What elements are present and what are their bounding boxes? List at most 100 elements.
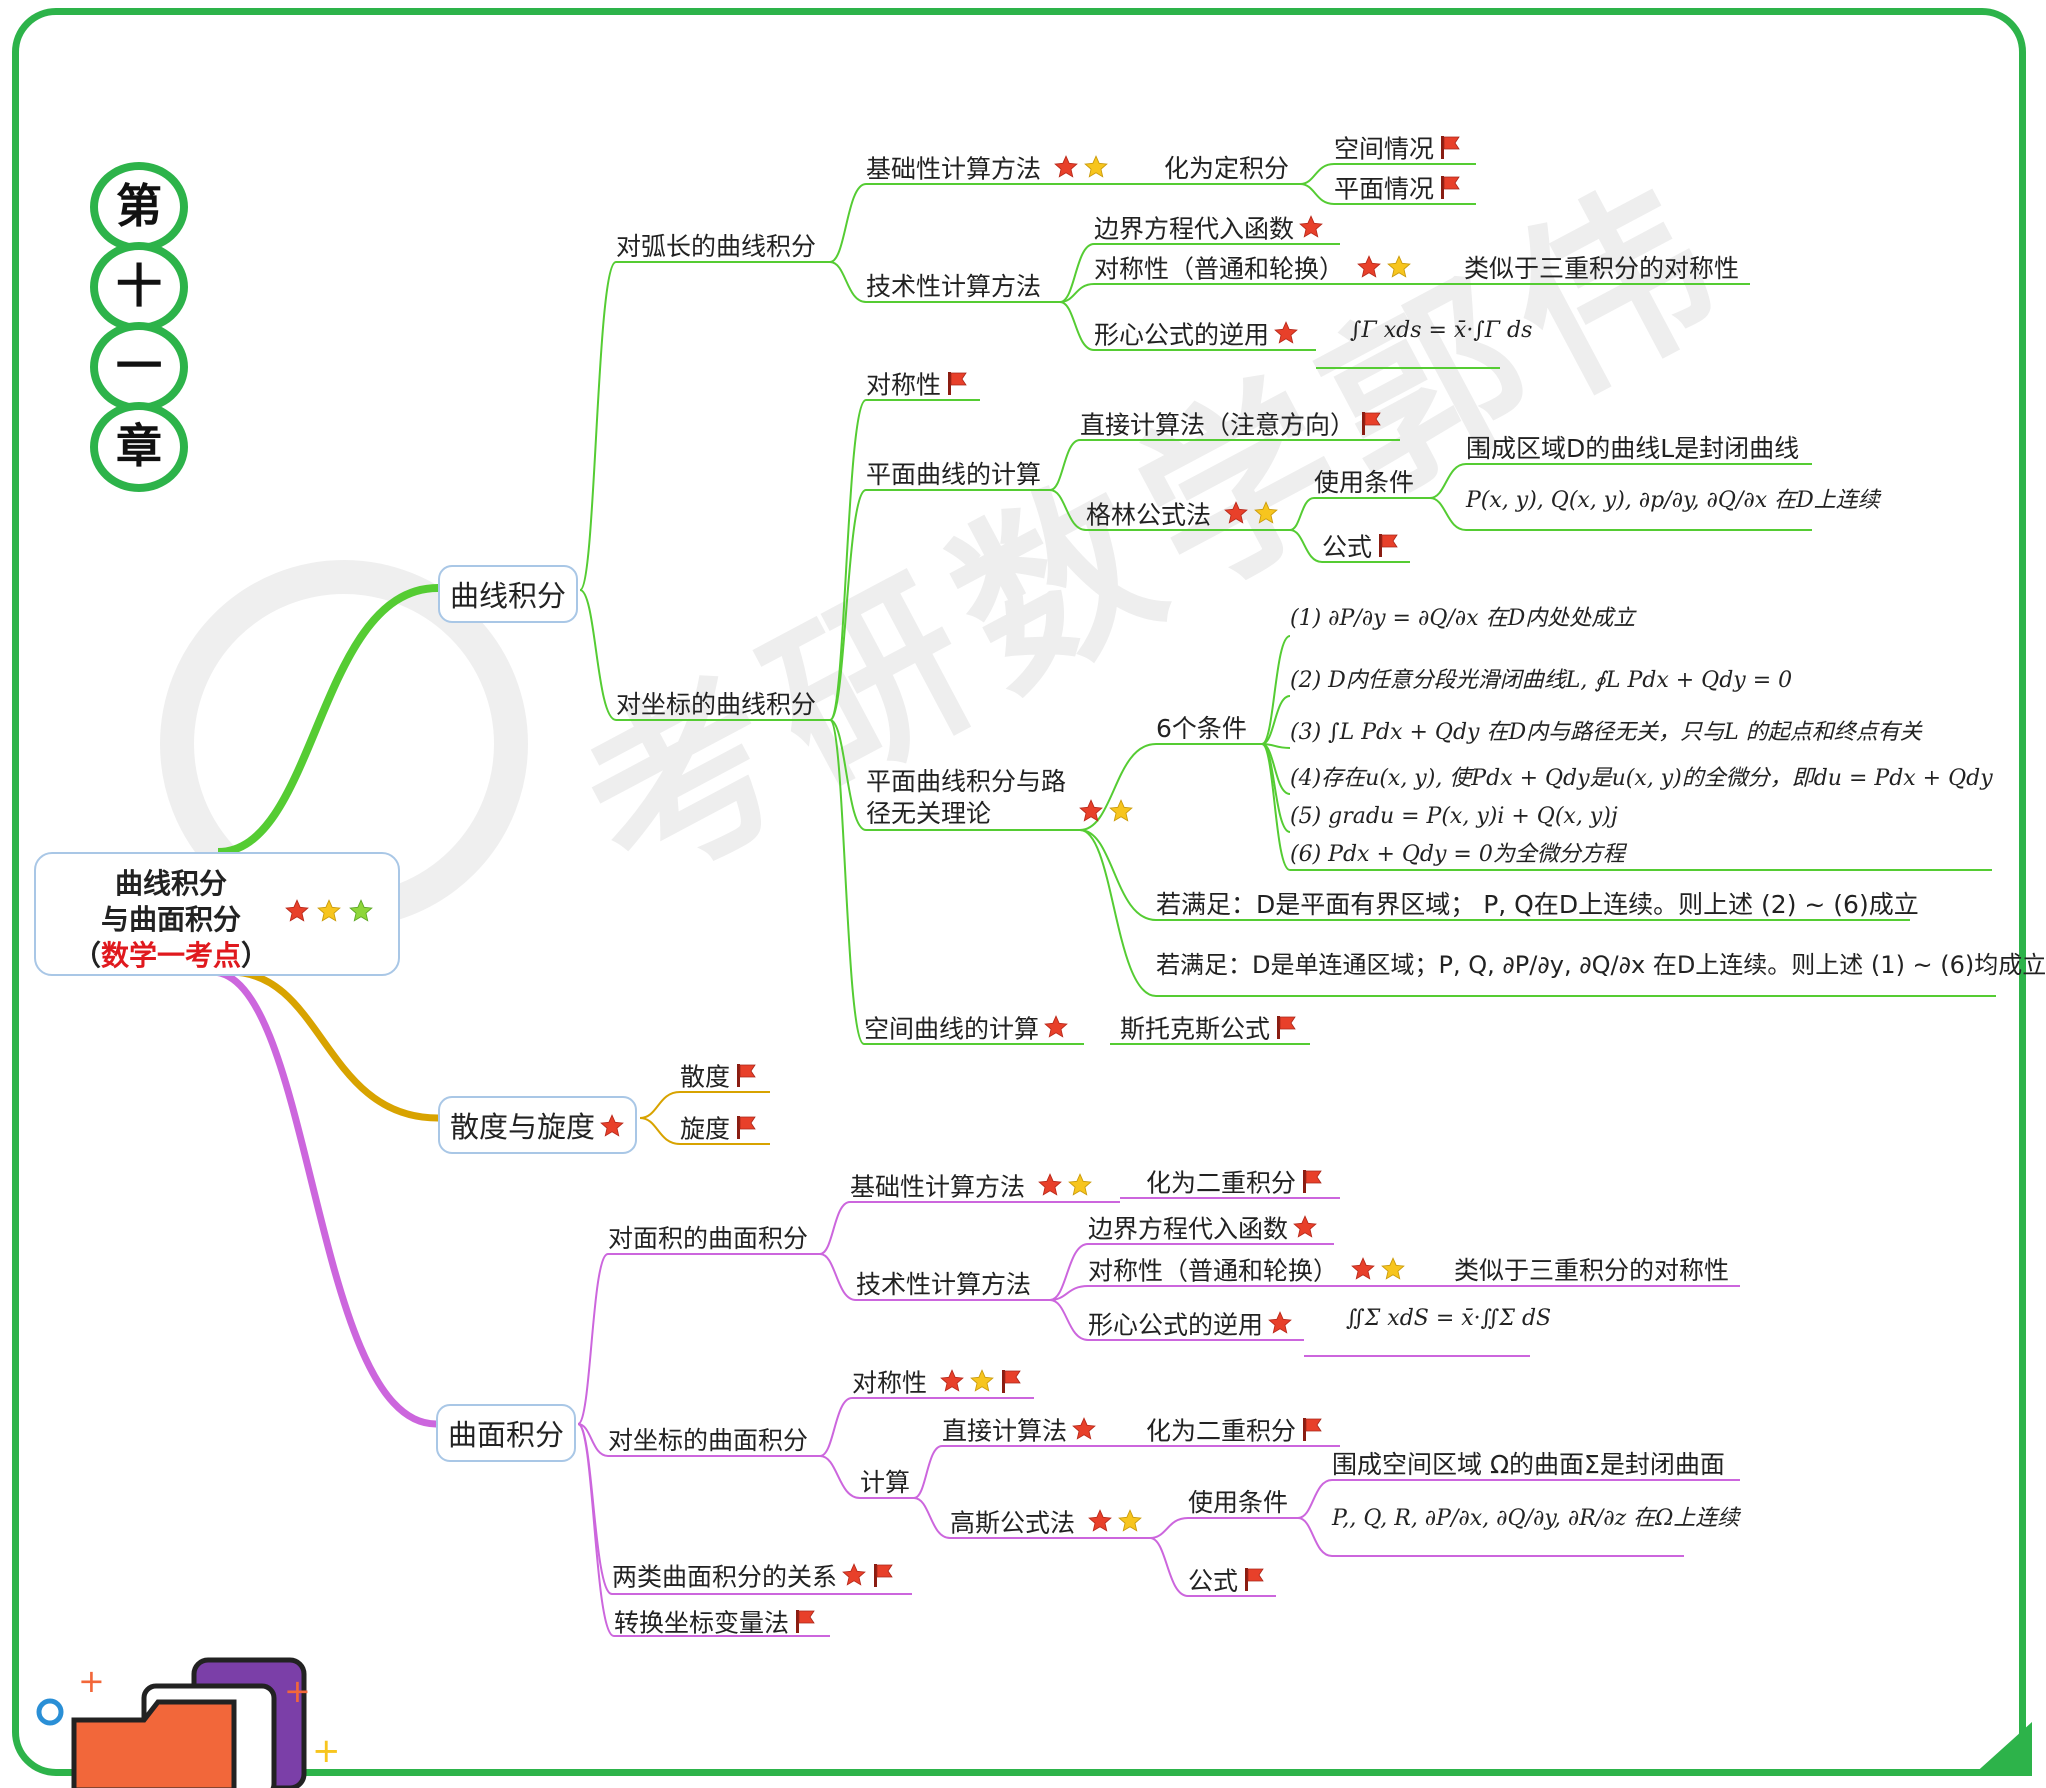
node-green-formula[interactable]: 公式 — [1322, 532, 1400, 565]
node-plane-calc[interactable]: 平面曲线的计算 — [866, 460, 1042, 489]
edge-coord-0 — [829, 399, 867, 721]
edge-curve-1 — [579, 589, 617, 721]
node-surface-direct[interactable]: 直接计算法 — [942, 1416, 1097, 1449]
flag-icon — [1274, 1014, 1298, 1047]
red-star-icon — [1298, 214, 1324, 247]
node-space-case[interactable]: 空间情况 — [1334, 134, 1462, 167]
node-like-triple[interactable]: 类似于三重积分的对称性 — [1464, 254, 1740, 283]
branch-surface-integral[interactable]: 曲面积分 — [436, 1404, 577, 1462]
node-curl[interactable]: 旋度 — [680, 1114, 758, 1147]
node-gauss-closed[interactable]: 围成空间区域 Ω的曲面Σ是封闭曲面 — [1332, 1450, 1725, 1479]
red-star-icon — [1292, 1214, 1318, 1247]
red-star-icon — [1273, 320, 1299, 353]
red-star-icon — [1043, 1014, 1069, 1047]
chapter-char-2: 十 — [90, 242, 188, 332]
node-space-curve[interactable]: 空间曲线的计算 — [864, 1014, 1069, 1047]
node-green[interactable]: 格林公式法 — [1086, 500, 1279, 533]
edge-plane-case — [1299, 183, 1335, 205]
node-arc-length[interactable]: 对弧长的曲线积分 — [616, 232, 817, 261]
node-six-conditions[interactable]: 6个条件 — [1156, 714, 1247, 743]
e3-1 — [1049, 1285, 1089, 1301]
node-coord-symmetry[interactable]: 对称性 — [866, 370, 969, 403]
node-coord-curve[interactable]: 对坐标的曲线积分 — [616, 690, 817, 719]
node-coord-surface[interactable]: 对坐标的曲面积分 — [608, 1426, 809, 1455]
node-symmetry[interactable]: 对称性（普通和轮换） — [1094, 254, 1412, 287]
flag-icon — [1242, 1566, 1266, 1599]
red-star-icon — [599, 1112, 625, 1146]
node-green-condition[interactable]: 使用条件 — [1314, 468, 1415, 497]
red-star-icon — [284, 898, 310, 931]
e8 — [1149, 1517, 1189, 1539]
root-title-3: （数学一考点） — [72, 939, 270, 972]
edge-surface-2 — [577, 1423, 613, 1595]
svg-text:+: + — [284, 1672, 311, 1710]
flag-icon — [1438, 174, 1462, 207]
edge-cond-1 — [1261, 635, 1291, 745]
node-arc-basic[interactable]: 基础性计算方法 — [866, 154, 1109, 187]
flag-icon — [945, 370, 969, 403]
flag-icon — [1359, 410, 1383, 443]
flag-icon — [1300, 1168, 1324, 1201]
node-surface-symmetry[interactable]: 对称性（普通和轮换） — [1088, 1256, 1406, 1289]
red-star-icon — [1053, 154, 1079, 187]
node-to-definite[interactable]: 化为定积分 — [1164, 154, 1290, 183]
node-surface-coord-symmetry[interactable]: 对称性 — [852, 1368, 1023, 1401]
root-node[interactable]: 曲线积分 与曲面积分 （数学一考点） — [34, 852, 400, 976]
node-boundary-sub[interactable]: 边界方程代入函数 — [1094, 214, 1324, 247]
chapter-char-4: 章 — [90, 402, 188, 492]
edge-surface-3 — [577, 1423, 615, 1637]
node-if-bounded: 若满足：D是平面有界区域； P, Q在D上连续。则上述 (2) ~ (6)成立 — [1156, 890, 1919, 919]
node-gauss-formula[interactable]: 公式 — [1188, 1566, 1266, 1599]
node-plane-case[interactable]: 平面情况 — [1334, 174, 1462, 207]
node-area-surface[interactable]: 对面积的曲面积分 — [608, 1224, 809, 1253]
red-star-icon — [1078, 798, 1104, 832]
node-arc-tech[interactable]: 技术性计算方法 — [866, 272, 1042, 301]
e6 — [913, 1445, 943, 1499]
node-centroid[interactable]: 形心公式的逆用 — [1094, 320, 1299, 353]
branch-curve-integral[interactable]: 曲线积分 — [438, 565, 579, 623]
branch-div-curl[interactable]: 散度与旋度 — [438, 1096, 638, 1154]
yellow-star-icon — [1386, 254, 1412, 287]
condition-5: (5) gradu = P(x, y)i + Q(x, y)j — [1290, 804, 1618, 829]
formula-centroid-curve: ∫Γ xds = x̄·∫Γ ds — [1350, 318, 1533, 343]
flag-icon — [734, 1062, 758, 1095]
edge-cond-2 — [1261, 695, 1291, 745]
condition-4: (4)存在u(x, y), 使Pdx + Qdy是u(x, y)的全微分，即du… — [1290, 766, 1993, 791]
edge-div — [639, 1091, 681, 1119]
edge-coord-3 — [829, 719, 865, 1045]
node-path-independence[interactable]: 平面曲线积分与路径无关理论 — [866, 766, 1134, 832]
node-to-double[interactable]: 化为二重积分 — [1146, 1168, 1324, 1201]
red-star-icon — [841, 1562, 867, 1595]
yellow-star-icon — [969, 1368, 995, 1401]
page-frame — [12, 8, 2026, 1776]
red-star-icon — [1071, 1416, 1097, 1449]
condition-6: (6) Pdx + Qdy = 0为全微分方程 — [1290, 842, 1625, 867]
yellow-star-icon — [1253, 500, 1279, 533]
node-surface-like-triple[interactable]: 类似于三重积分的对称性 — [1454, 1256, 1730, 1285]
node-divergence[interactable]: 散度 — [680, 1062, 758, 1095]
yellow-star-icon — [316, 898, 342, 931]
edge-green-cond — [1289, 497, 1315, 531]
node-gauss-condition[interactable]: 使用条件 — [1188, 1488, 1289, 1517]
node-stokes[interactable]: 斯托克斯公式 — [1120, 1014, 1298, 1047]
node-surface-direct-double[interactable]: 化为二重积分 — [1146, 1416, 1324, 1449]
e10 — [1297, 1479, 1333, 1519]
node-surface-centroid[interactable]: 形心公式的逆用 — [1088, 1310, 1293, 1343]
node-surface-relation[interactable]: 两类曲面积分的关系 — [612, 1562, 895, 1595]
root-title-1: 曲线积分 — [114, 867, 227, 900]
node-green-closed[interactable]: 围成区域D的曲线L是封闭曲线 — [1466, 434, 1800, 463]
node-area-tech[interactable]: 技术性计算方法 — [856, 1270, 1032, 1299]
node-surface-calc[interactable]: 计算 — [860, 1468, 911, 1497]
yellow-star-icon — [1108, 798, 1134, 832]
branch-line-curve — [217, 584, 439, 856]
e2 — [819, 1253, 857, 1301]
edge-green — [1049, 489, 1087, 531]
node-change-variable[interactable]: 转换坐标变量法 — [614, 1608, 817, 1641]
svg-text:+: + — [78, 1662, 105, 1700]
node-surface-boundary-sub[interactable]: 边界方程代入函数 — [1088, 1214, 1318, 1247]
node-gauss[interactable]: 高斯公式法 — [950, 1508, 1143, 1541]
node-area-basic[interactable]: 基础性计算方法 — [850, 1172, 1093, 1205]
edge-green-closed — [1429, 463, 1467, 499]
node-direct-calc[interactable]: 直接计算法（注意方向） — [1080, 410, 1383, 443]
svg-text:+: + — [312, 1731, 341, 1771]
